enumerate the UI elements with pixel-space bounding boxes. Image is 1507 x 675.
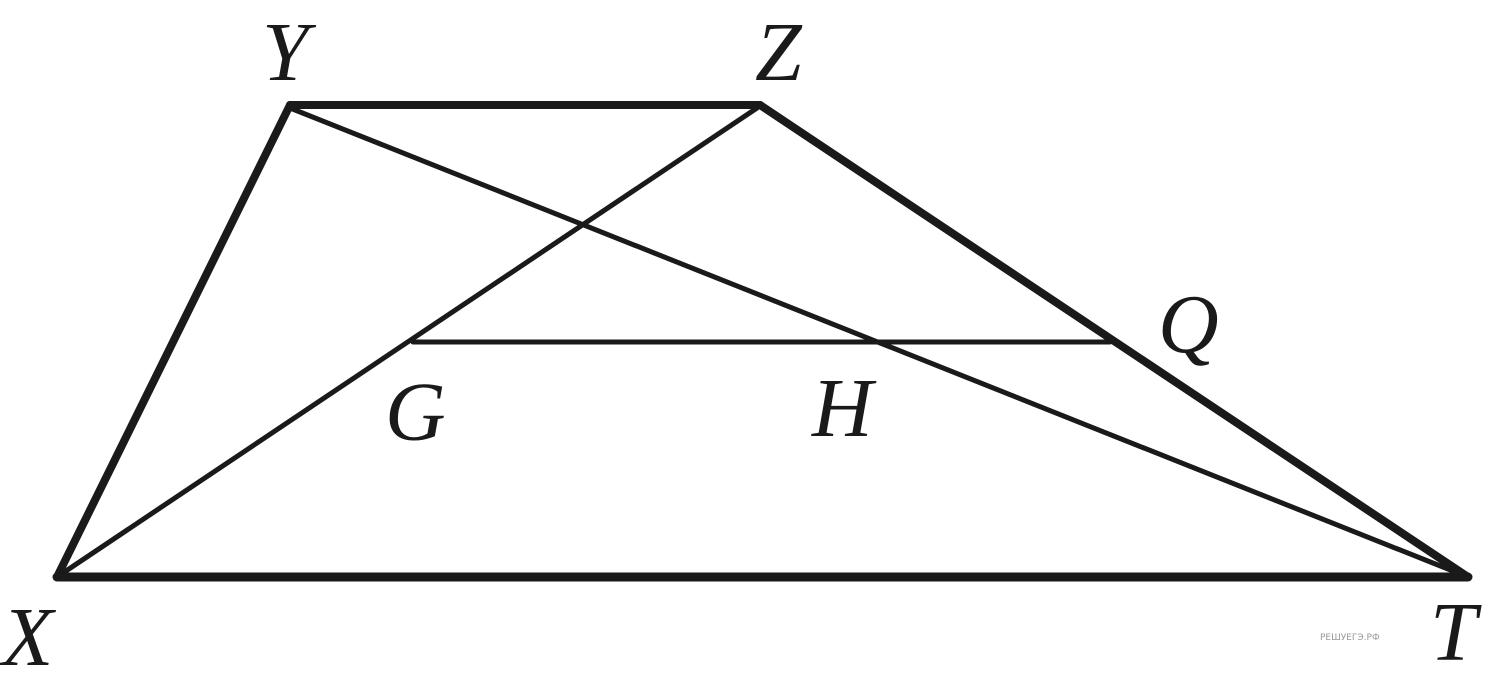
side-xy (53, 101, 294, 581)
label-h: H (811, 362, 877, 455)
label-z: Z (755, 6, 803, 99)
label-q: Q (1158, 278, 1219, 371)
label-t: T (1430, 586, 1482, 675)
watermark: РЕШУЕГЭ.РФ (1320, 633, 1380, 643)
side-zt (756, 101, 1472, 581)
label-x: X (0, 591, 57, 675)
label-y: Y (262, 6, 317, 99)
label-g: G (385, 366, 446, 459)
diagonal-zx (54, 105, 760, 580)
